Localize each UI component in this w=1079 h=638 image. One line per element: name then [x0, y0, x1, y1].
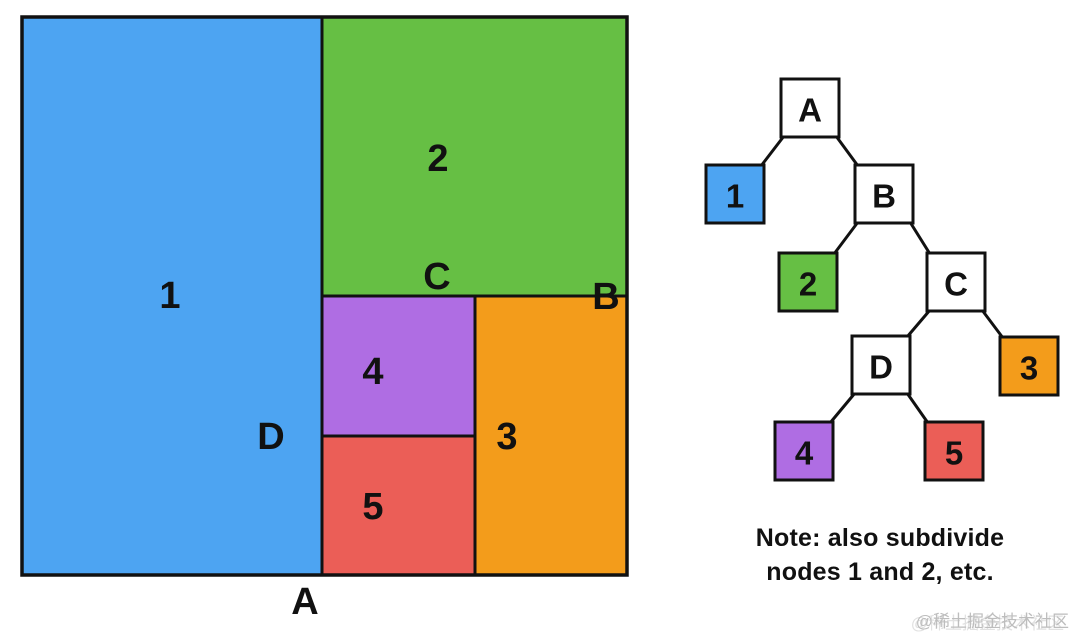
partition-outline [20, 15, 629, 577]
tree-edge-C-D [905, 309, 932, 338]
region-2-label: 2 [427, 138, 448, 180]
region-2 [320, 15, 629, 298]
tree-node-D [850, 334, 912, 396]
region-5-label: 5 [362, 486, 383, 528]
tree-node-5 [923, 420, 985, 482]
tree-node-3-label: 3 [1020, 350, 1038, 387]
tree-node-A-label: A [798, 92, 822, 129]
split-label-D: D [257, 416, 284, 458]
note-text: Note: also subdivide nodes 1 and 2, etc. [729, 521, 1031, 589]
tree-node-D-label: D [869, 349, 893, 386]
tree-edge-C-3 [980, 309, 1005, 339]
region-1 [20, 15, 324, 577]
tree-edge-B-C [908, 221, 932, 255]
tree-edge-B-2 [832, 221, 860, 255]
watermark: @稀土掘金技术社区 [915, 612, 1069, 631]
tree-node-1 [704, 163, 766, 225]
region-5 [320, 434, 477, 577]
tree-edge-A-1 [759, 135, 786, 167]
tree-node-1-label: 1 [726, 178, 744, 215]
tree-node-B [853, 163, 915, 225]
tree-node-C [925, 251, 987, 313]
region-1-label: 1 [159, 275, 180, 317]
tree-node-4-label: 4 [795, 435, 814, 472]
region-4-label: 4 [362, 351, 383, 393]
tree-edge-A-B [834, 135, 860, 167]
tree-node-A [779, 77, 841, 139]
split-label-C: C [423, 256, 450, 298]
tree-node-B-label: B [872, 178, 896, 215]
region-3-label: 3 [496, 416, 517, 458]
tree-node-C-label: C [944, 266, 968, 303]
tree-node-2 [777, 251, 839, 313]
split-label-A: A [291, 581, 318, 623]
tree-node-2-label: 2 [799, 266, 817, 303]
note-line-1: Note: also subdivide [755, 524, 1005, 552]
region-4 [320, 294, 477, 438]
split-label-B: B [592, 276, 619, 318]
tree-edge-D-5 [905, 392, 930, 424]
tree-edge-D-4 [828, 392, 857, 424]
note-line-2: nodes 1 and 2, etc. [766, 558, 994, 586]
tree-node-4 [773, 420, 835, 482]
tree-node-5-label: 5 [945, 435, 963, 472]
tree-node-3 [998, 335, 1060, 397]
